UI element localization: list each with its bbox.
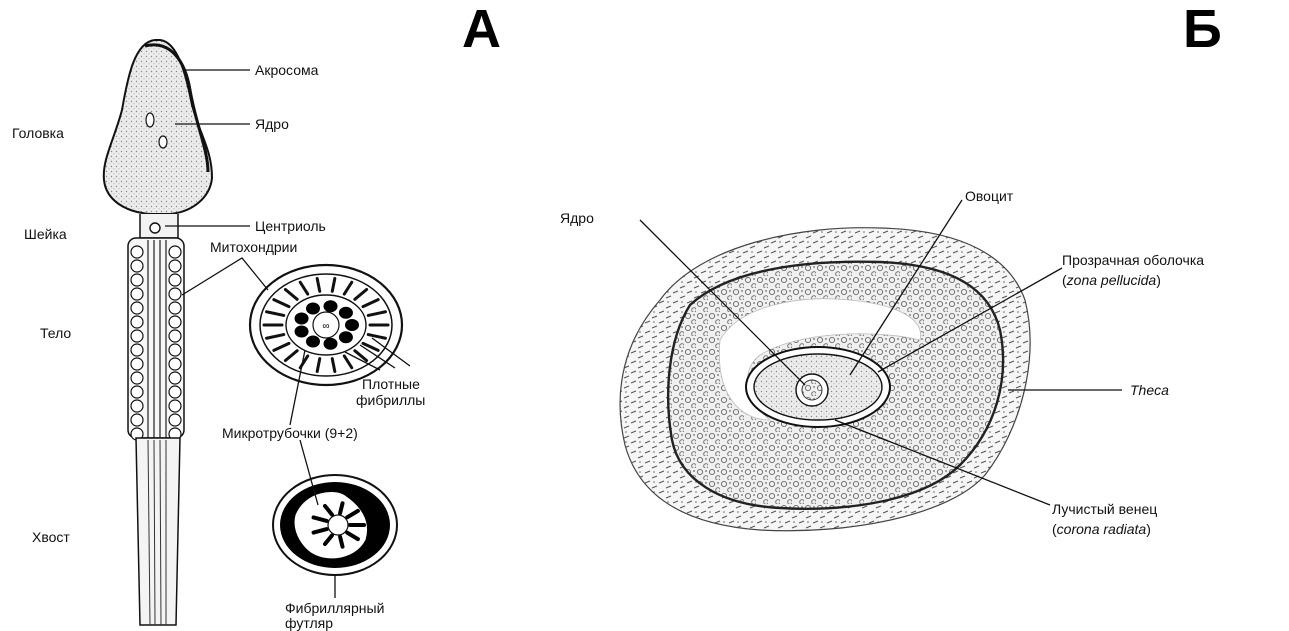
mitochondrion bbox=[131, 372, 143, 384]
label-body: Тело bbox=[40, 325, 71, 341]
nucleus-vacuole bbox=[159, 136, 167, 148]
label-head: Головка bbox=[12, 125, 64, 141]
mitochondrion bbox=[131, 302, 143, 314]
oocyte-follicle bbox=[620, 228, 1030, 531]
label-dense-fibrils-1: Плотные bbox=[362, 376, 420, 392]
tail-cross-section bbox=[273, 475, 397, 575]
dense-fibril bbox=[295, 325, 309, 337]
mitochondrion bbox=[131, 414, 143, 426]
mitochondrion bbox=[131, 400, 143, 412]
label-dense-fibrils-2: фибриллы bbox=[356, 392, 425, 408]
dense-fibril bbox=[339, 331, 353, 343]
label-fibrous-sheath-2: футляр bbox=[285, 615, 333, 631]
label-theca: Theca bbox=[1130, 382, 1169, 398]
dense-fibril bbox=[306, 335, 320, 347]
label-tail: Хвост bbox=[32, 529, 70, 545]
mitochondrion bbox=[169, 302, 181, 314]
label-nucleus-a: Ядро bbox=[255, 116, 289, 132]
mitochondrion bbox=[169, 386, 181, 398]
mitochondrion bbox=[169, 400, 181, 412]
mitochondrion bbox=[131, 316, 143, 328]
tail-fibril bbox=[340, 537, 342, 547]
label-oocyte: Овоцит bbox=[965, 188, 1013, 204]
label-acrosome: Акросома bbox=[255, 62, 318, 78]
mitochondrion bbox=[169, 246, 181, 258]
mitochondrion bbox=[131, 386, 143, 398]
label-corona-radiata-1: Лучистый венец bbox=[1052, 501, 1157, 517]
dense-fibril bbox=[324, 338, 338, 350]
mitochondrion bbox=[169, 316, 181, 328]
dense-fibril bbox=[295, 313, 309, 325]
midpiece-cross-section: ∞ bbox=[250, 265, 402, 385]
label-microtubules: Микротрубочки (9+2) bbox=[222, 425, 358, 441]
centriole bbox=[150, 223, 160, 233]
label-zona-pellucida-2: (zona pellucida) bbox=[1062, 272, 1161, 288]
mitochondrion bbox=[131, 288, 143, 300]
mitochondrion bbox=[131, 330, 143, 342]
mitochondrion bbox=[169, 288, 181, 300]
dense-fibril bbox=[306, 303, 320, 315]
sperm-tail bbox=[136, 438, 180, 625]
tail-fibril bbox=[340, 503, 342, 513]
svg-text:∞: ∞ bbox=[322, 321, 329, 332]
mitochondrion bbox=[131, 274, 143, 286]
label-centriole: Центриоль bbox=[255, 218, 326, 234]
label-fibrous-sheath-1: Фибриллярный bbox=[285, 600, 384, 616]
sperm-head bbox=[104, 40, 212, 214]
mitochondrion bbox=[131, 344, 143, 356]
panel-a-letter: А bbox=[462, 2, 501, 56]
dense-fibril bbox=[345, 319, 359, 331]
mitochondrion bbox=[169, 414, 181, 426]
sperm-cell bbox=[104, 40, 212, 625]
mitochondrion bbox=[131, 358, 143, 370]
mitochondrion bbox=[169, 372, 181, 384]
label-mitochondria: Митохондрии bbox=[210, 239, 297, 255]
mitochondrion bbox=[169, 358, 181, 370]
mitochondrion bbox=[169, 330, 181, 342]
mitochondrion bbox=[169, 260, 181, 272]
label-zona-pellucida-1: Прозрачная оболочка bbox=[1062, 252, 1204, 268]
mitochondrion bbox=[131, 246, 143, 258]
dense-fibril bbox=[339, 307, 353, 319]
mitochondrion bbox=[169, 344, 181, 356]
nucleus-vacuole bbox=[146, 113, 154, 127]
label-corona-radiata-2: (corona radiata) bbox=[1052, 521, 1151, 537]
mitochondrion bbox=[131, 260, 143, 272]
panel-b-letter: Б bbox=[1183, 2, 1222, 56]
label-neck: Шейка bbox=[24, 226, 67, 242]
label-nucleus-b: Ядро bbox=[560, 210, 594, 226]
mitochondrion bbox=[169, 274, 181, 286]
dense-fibril bbox=[324, 300, 338, 312]
